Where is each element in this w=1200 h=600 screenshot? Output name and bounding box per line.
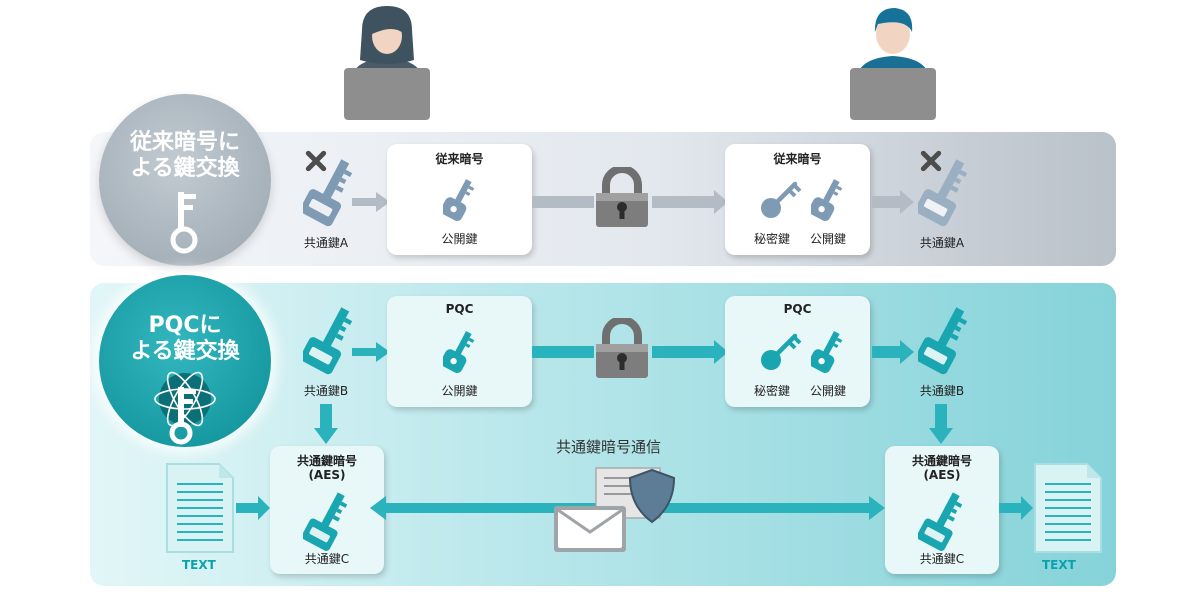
pqc-secret-key-label: 秘密鍵	[753, 384, 790, 398]
pqc-public-key-label: 公開鍵	[441, 384, 478, 398]
legacy-pair-public-key-icon	[811, 176, 843, 222]
legacy-left-key-icon	[303, 152, 355, 232]
legacy-title-line2: よる鍵交換	[130, 156, 240, 181]
text-right-label: TEXT	[1042, 558, 1076, 572]
legacy-arrow-1	[352, 192, 390, 212]
aes-left-box: 共通鍵暗号 (AES) 共通鍵C	[270, 446, 384, 574]
legacy-keypair-box: 従来暗号 秘密鍵 公開鍵	[725, 144, 870, 255]
legacy-lock-icon	[592, 167, 652, 229]
aes-right-key-label: 共通鍵C	[919, 552, 965, 566]
legacy-public-key-label: 公開鍵	[441, 232, 478, 246]
legacy-right-key-icon	[918, 152, 970, 232]
user-right-icon	[850, 8, 936, 120]
pqc-title-line1: PQCに	[148, 313, 222, 338]
legacy-line-1	[532, 196, 594, 208]
text-document-right-icon	[1033, 462, 1103, 554]
pqc-title-line2: よる鍵交換	[130, 339, 240, 364]
legacy-public-key-icon	[443, 176, 475, 222]
pqc-arrow-1	[352, 342, 390, 362]
pqc-pair-public-label: 公開鍵	[809, 384, 846, 398]
legacy-secret-key-label: 秘密鍵	[753, 232, 790, 246]
pqc-secret-key-icon	[759, 328, 803, 372]
legacy-public-key-box: 従来暗号 公開鍵	[387, 144, 532, 255]
aes-right-box: 共通鍵暗号 (AES) 共通鍵C	[885, 446, 999, 574]
legacy-title-circle: 従来暗号に よる鍵交換	[99, 94, 271, 266]
aes-to-doc-arrow	[999, 496, 1033, 520]
text-left-label: TEXT	[182, 558, 216, 572]
aes-left-title1: 共通鍵暗号	[296, 454, 357, 468]
pqc-keypair-box: PQC 秘密鍵 公開鍵	[725, 296, 870, 407]
legacy-left-key-label: 共通鍵A	[303, 236, 349, 250]
pqc-down-arrow-right	[929, 404, 953, 444]
text-document-left-icon	[165, 462, 235, 554]
legacy-secret-key-icon	[759, 176, 803, 220]
pqc-pair-box-title: PQC	[783, 302, 812, 316]
pqc-lock-icon	[592, 318, 652, 380]
user-left-icon	[344, 6, 430, 120]
pqc-pair-public-key-icon	[811, 328, 843, 374]
encrypted-comm-label: 共通鍵暗号通信	[556, 438, 662, 456]
aes-left-key-label: 共通鍵C	[304, 552, 350, 566]
key-emblem-icon	[170, 192, 198, 254]
pqc-public-key-icon	[443, 328, 475, 374]
legacy-pair-box-title: 従来暗号	[773, 152, 822, 166]
legacy-arrow-2	[652, 190, 728, 214]
pqc-public-key-box: PQC 公開鍵	[387, 296, 532, 407]
doc-to-aes-arrow	[236, 496, 270, 520]
pqc-line-1	[532, 346, 594, 358]
pqc-arrow-3	[872, 340, 914, 364]
legacy-arrow-3	[872, 190, 914, 214]
legacy-right-key-label: 共通鍵A	[919, 236, 965, 250]
pqc-left-key-icon	[303, 300, 355, 380]
pqc-right-key-icon	[918, 300, 970, 380]
pqc-arrow-2	[652, 340, 728, 364]
aes-right-title1: 共通鍵暗号	[911, 454, 972, 468]
pqc-right-key-label: 共通鍵B	[919, 384, 965, 398]
pqc-down-arrow-left	[314, 404, 338, 444]
pqc-public-box-title: PQC	[445, 302, 474, 316]
aes-right-key-icon	[918, 486, 966, 556]
aes-right-title2: (AES)	[923, 468, 961, 482]
atom-key-emblem-icon	[154, 371, 216, 445]
legacy-pair-public-label: 公開鍵	[809, 232, 846, 246]
pqc-title-circle: PQCに よる鍵交換	[99, 275, 271, 447]
aes-left-title2: (AES)	[308, 468, 346, 482]
pqc-left-key-label: 共通鍵B	[303, 384, 349, 398]
legacy-public-box-title: 従来暗号	[435, 152, 484, 166]
aes-left-key-icon	[303, 486, 351, 556]
secure-message-icon	[554, 467, 676, 552]
legacy-title-line1: 従来暗号に	[129, 130, 240, 155]
